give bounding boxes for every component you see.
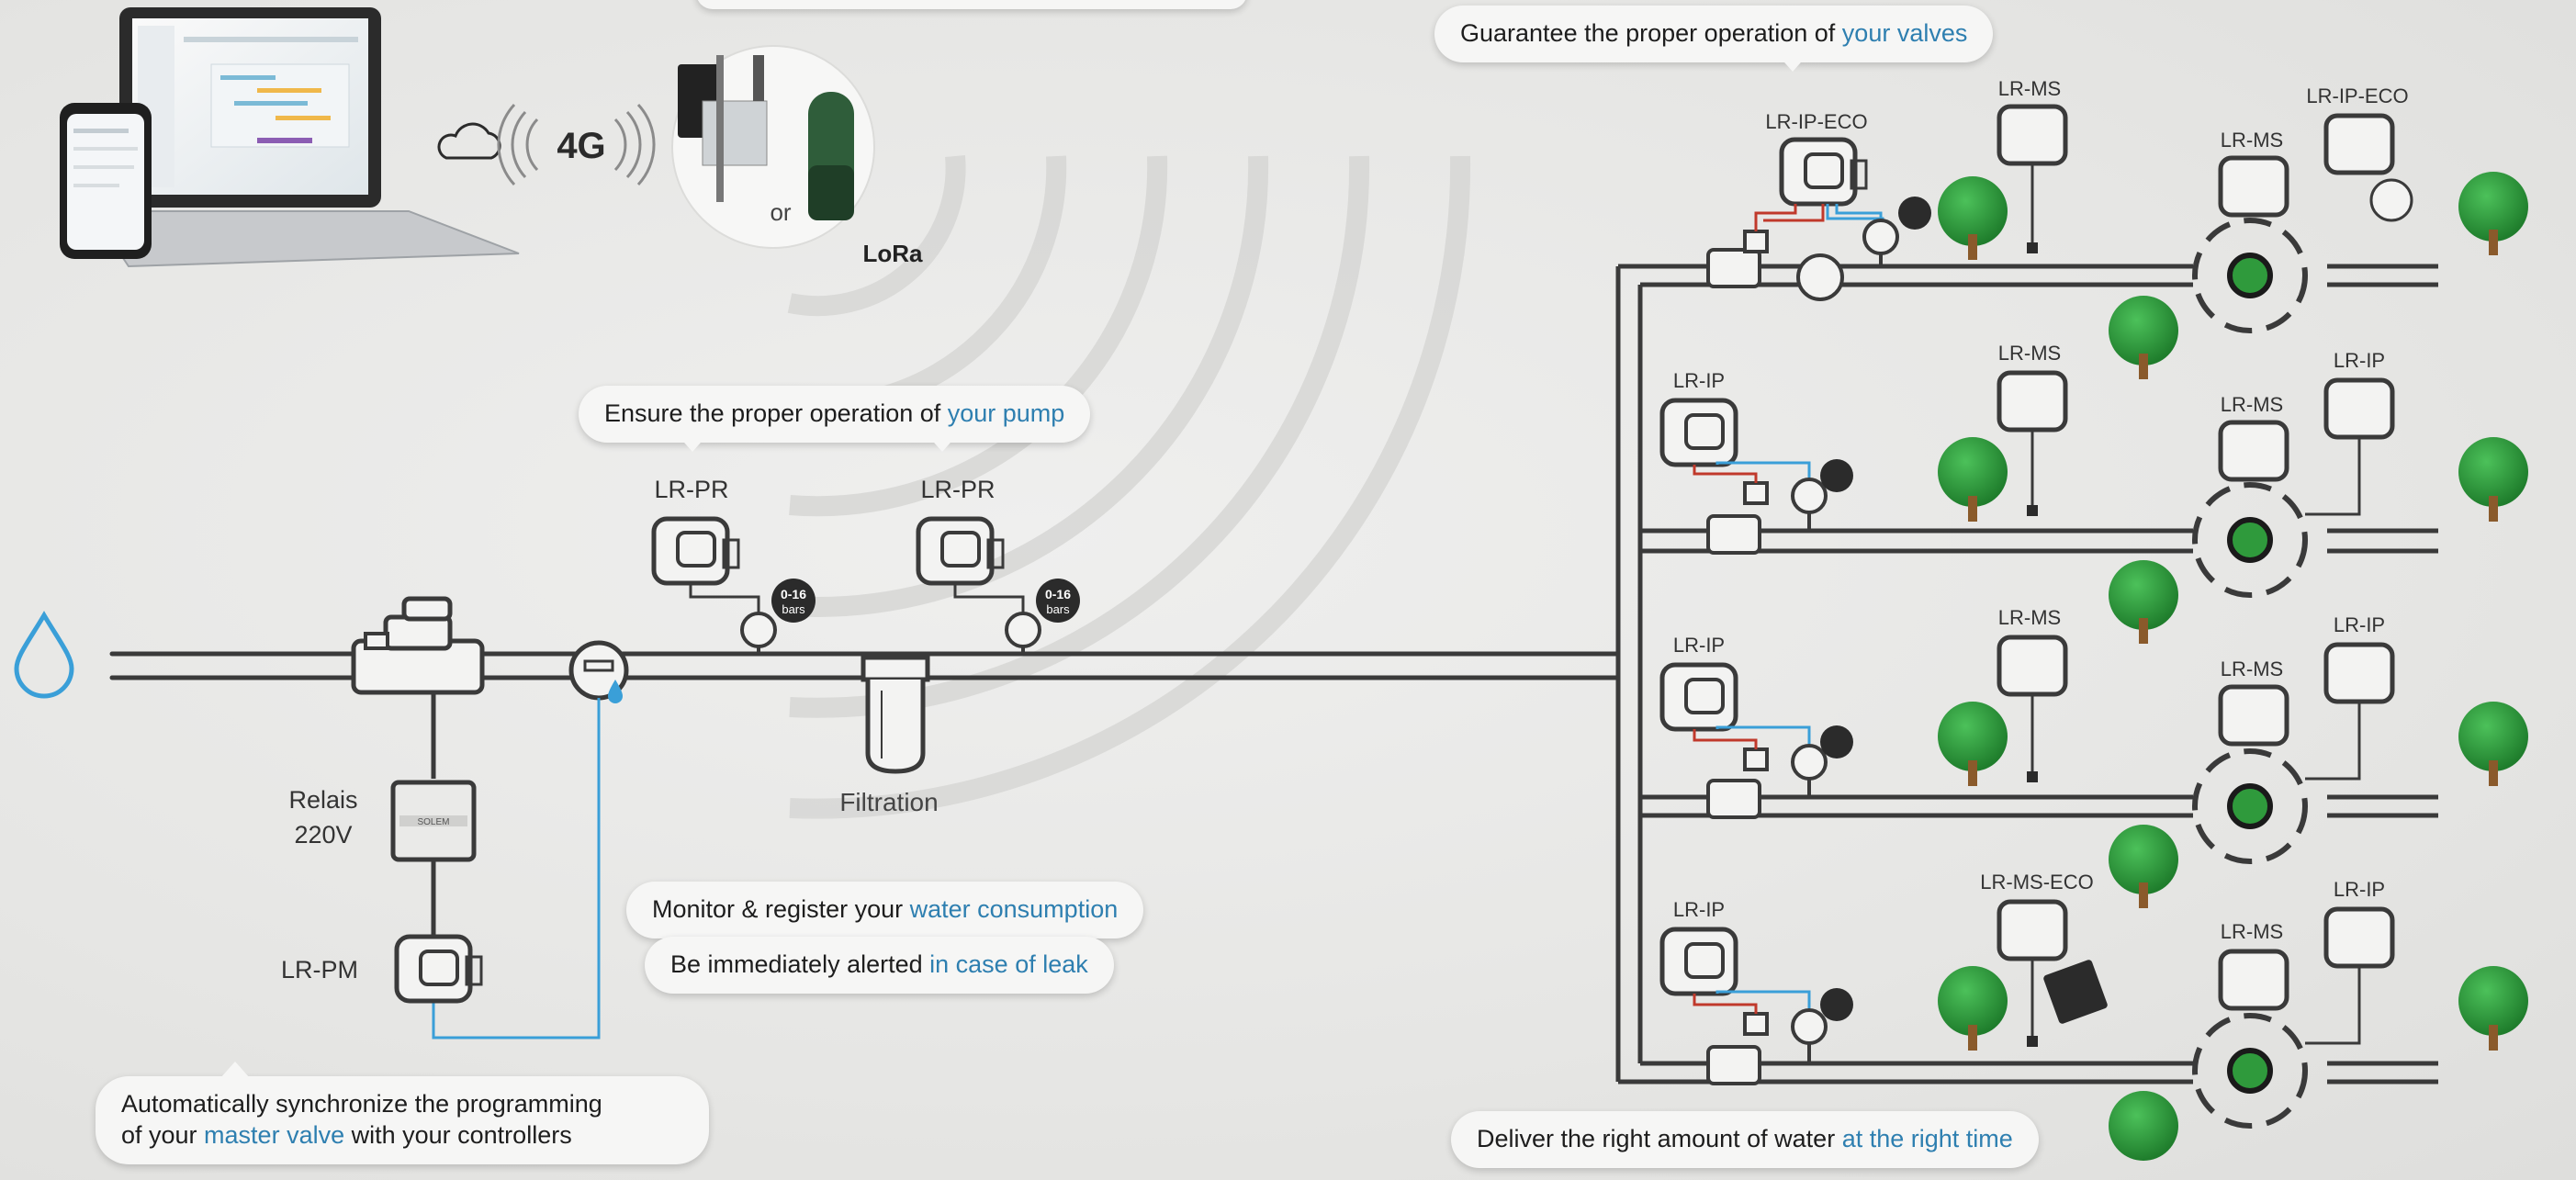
top-left-callout — [696, 0, 1247, 9]
relay-box — [390, 780, 477, 937]
lr-pr-label-1: LR-PR — [654, 476, 728, 503]
lr-pm-label: LR-PM — [281, 956, 358, 983]
zone-2-valve-label: LR-IP — [1673, 369, 1725, 392]
master-valve — [351, 596, 485, 779]
gauge-unit-1: bars — [782, 602, 805, 616]
zone-1-ms-mid-label: LR-MS — [2221, 129, 2283, 152]
meter-signal-wire — [432, 698, 601, 1040]
pump-callout-tail-2 — [928, 435, 957, 452]
pump-callout: Ensure the proper operation of your pump — [579, 386, 1091, 443]
cellular-label: 4G — [557, 126, 605, 166]
signal-icon — [497, 103, 656, 186]
pump-callout-tail-1 — [678, 435, 707, 452]
relay-brand: SOLEM — [417, 817, 449, 827]
zone-1 — [1618, 104, 2528, 333]
zone-1-valve-label: LR-IP-ECO — [1765, 110, 1867, 133]
relay-label-1: Relais — [288, 786, 357, 814]
water-meter — [568, 640, 629, 703]
lr-pm-controller — [394, 934, 483, 1004]
zone-3-ms-mid-label: LR-MS — [2221, 657, 2283, 680]
filter-unit — [861, 655, 930, 774]
gateway-or-label: or — [770, 198, 791, 226]
zone-2 — [1640, 296, 2528, 598]
lora-logo: LoRa — [863, 240, 924, 267]
sync-line-1: Automatically synchronize the programmin… — [121, 1090, 602, 1118]
zone-3 — [1640, 560, 2528, 864]
zone-2-ms-mid-label: LR-MS — [2221, 393, 2283, 416]
distribution-manifold — [1615, 266, 1643, 1082]
lr-pr-label-2: LR-PR — [920, 476, 995, 503]
zone-3-ms-top-label: LR-MS — [1998, 606, 2061, 629]
lr-pr-sensor-2 — [916, 516, 1080, 654]
gateway-circle — [671, 45, 875, 249]
laptop-image — [60, 7, 520, 268]
filtration-label: Filtration — [839, 788, 938, 816]
zone-2-ms-top-label: LR-MS — [1998, 342, 2061, 365]
water-callout: Deliver the right amount of water at the… — [1451, 1111, 2039, 1168]
gauge-range-2: 0-16 — [1045, 587, 1071, 601]
valves-callout-tail — [1778, 55, 1807, 72]
zone-2-right-label: LR-IP — [2334, 349, 2385, 372]
valves-callout: Guarantee the proper operation of your v… — [1434, 6, 1994, 62]
zone-4 — [1618, 825, 2528, 1161]
solar-panel-icon — [2043, 960, 2108, 1024]
sync-callout-tail — [220, 1062, 250, 1078]
consumption-callout: Monitor & register your water consumptio… — [626, 882, 1144, 938]
zone-1-right-label: LR-IP-ECO — [2306, 84, 2408, 107]
zone-3-right-label: LR-IP — [2334, 613, 2385, 636]
cloud-icon — [437, 122, 501, 160]
sync-line-2: of your master valve with your controlle… — [121, 1120, 572, 1149]
leak-callout: Be immediately alerted in case of leak — [645, 937, 1114, 994]
water-drop-icon — [14, 611, 74, 699]
relay-label-2: 220V — [294, 821, 352, 848]
zone-3-valve-label: LR-IP — [1673, 634, 1725, 657]
zone-4-valve-label: LR-IP — [1673, 898, 1725, 921]
lr-pr-sensor-1 — [651, 516, 816, 654]
sync-callout: Automatically synchronize the programmin… — [96, 1076, 709, 1164]
gauge-range-1: 0-16 — [781, 587, 806, 601]
zone-1-ms-top-label: LR-MS — [1998, 77, 2061, 100]
zone-4-ms-mid-label: LR-MS — [2221, 920, 2283, 943]
zone-4-right-label: LR-IP — [2334, 878, 2385, 901]
gauge-unit-2: bars — [1046, 602, 1070, 616]
zone-4-ms-top-label: LR-MS-ECO — [1980, 871, 2093, 893]
